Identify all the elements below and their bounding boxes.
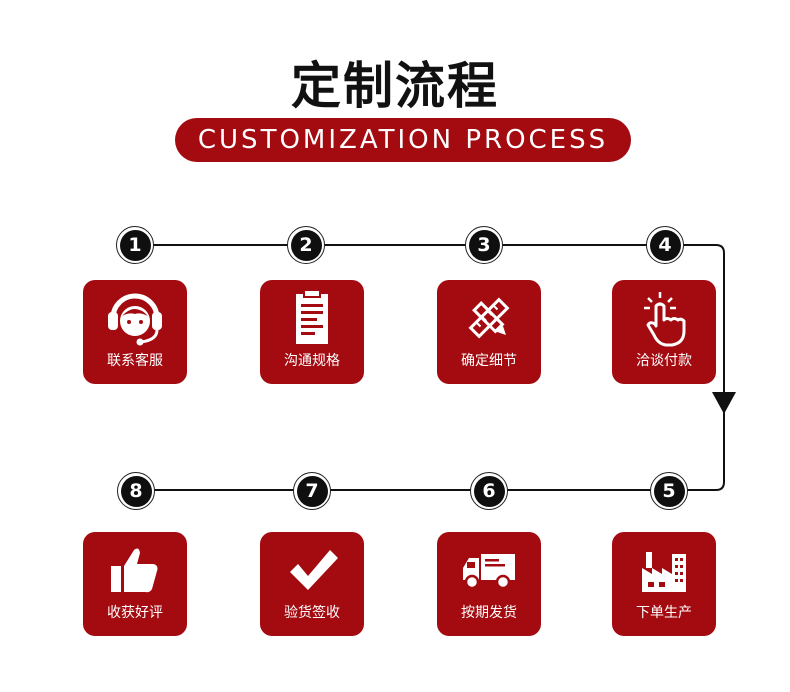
pencil-ruler-icon <box>468 297 510 339</box>
page-title: 定制流程 <box>291 57 499 115</box>
headset-icon <box>108 293 162 346</box>
step-number-5: 5 <box>650 472 688 510</box>
step-number-4: 4 <box>646 226 684 264</box>
step-label-7: 验货签收 <box>284 605 340 621</box>
checkmark-icon <box>290 550 338 590</box>
step-card-1: 联系客服 <box>83 280 187 384</box>
step-card-6: 按期发货 <box>437 532 541 636</box>
step-label-5: 下单生产 <box>636 605 692 621</box>
step-card-3: 确定细节 <box>437 280 541 384</box>
step-number-8: 8 <box>117 472 155 510</box>
subtitle-text: CUSTOMIZATION PROCESS <box>197 125 609 155</box>
step-card-5: 下单生产 <box>612 532 716 636</box>
step-card-4: 洽谈付款 <box>612 280 716 384</box>
step-number-3: 3 <box>465 226 503 264</box>
step-label-1: 联系客服 <box>107 353 163 369</box>
step-label-4: 洽谈付款 <box>636 353 692 369</box>
step-label-3: 确定细节 <box>461 353 517 369</box>
subtitle-banner: CUSTOMIZATION PROCESS <box>175 118 631 162</box>
step-number-1: 1 <box>116 226 154 264</box>
step-card-8: 收获好评 <box>83 532 187 636</box>
step-label-2: 沟通规格 <box>284 353 340 369</box>
step-card-2: 沟通规格 <box>260 280 364 384</box>
thumbs-up-icon <box>111 548 158 593</box>
step-card-7: 验货签收 <box>260 532 364 636</box>
step-number-7: 7 <box>293 472 331 510</box>
step-label-6: 按期发货 <box>461 605 517 621</box>
tap-hand-icon <box>644 292 686 347</box>
clipboard-icon <box>296 289 328 344</box>
step-number-2: 2 <box>287 226 325 264</box>
flow-arrow-icon <box>712 392 736 414</box>
truck-icon <box>463 554 515 590</box>
step-label-8: 收获好评 <box>107 605 163 621</box>
step-number-6: 6 <box>470 472 508 510</box>
factory-icon <box>642 552 686 592</box>
